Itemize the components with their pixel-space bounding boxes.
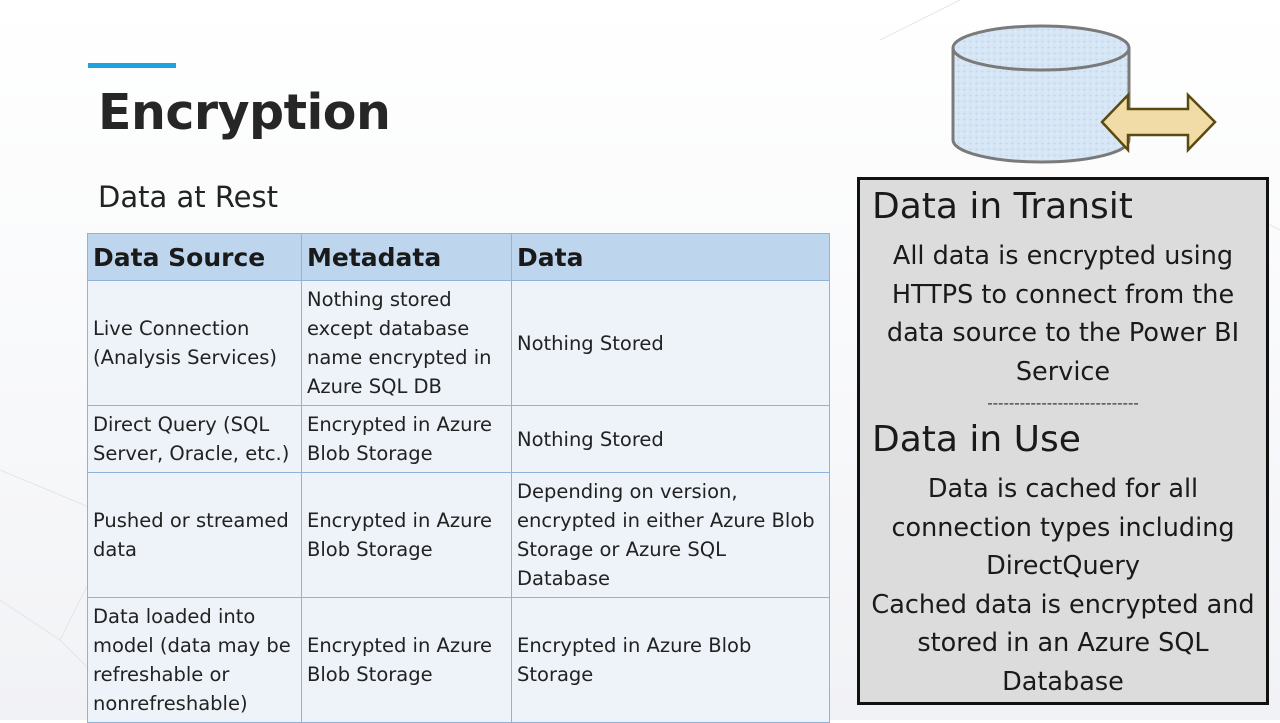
data-at-rest-table: Data Source Metadata Data Live Connectio… [87, 233, 830, 723]
double-arrow-icon [1100, 91, 1217, 154]
header-data: Data [511, 233, 830, 281]
use-line: connection types including [891, 512, 1235, 543]
table-row: Direct Query (SQL Server, Oracle, etc.) … [87, 405, 830, 473]
database-cylinder-icon [951, 24, 1131, 164]
header-data-source: Data Source [87, 233, 302, 281]
data-in-transit-text: All data is encrypted using HTTPS to con… [860, 237, 1266, 391]
table-row: Live Connection (Analysis Services) Noth… [87, 280, 830, 406]
transit-line: Service [1015, 356, 1111, 387]
use-line: DirectQuery [986, 551, 1140, 581]
cell-metadata: Encrypted in Azure Blob Storage [301, 405, 512, 473]
use-line: stored in an Azure SQL [917, 628, 1209, 658]
data-in-use-text: Data is cached for all connection types … [860, 470, 1266, 701]
table-row: Data loaded into model (data may be refr… [87, 597, 830, 723]
panel-divider: ---------------------------- [987, 394, 1139, 412]
cell-source: Data loaded into model (data may be refr… [87, 597, 302, 723]
transit-line: HTTPS to connect from the [891, 279, 1235, 310]
table-row: Pushed or streamed data Encrypted in Azu… [87, 472, 830, 598]
cell-source: Live Connection (Analysis Services) [87, 280, 302, 406]
use-line: Cached data is encrypted and [871, 589, 1255, 620]
cell-source: Direct Query (SQL Server, Oracle, etc.) [87, 405, 302, 473]
slide-title: Encryption [98, 84, 391, 141]
title-accent-bar [88, 63, 176, 68]
header-metadata: Metadata [301, 233, 512, 281]
cell-data: Nothing Stored [511, 280, 830, 406]
cell-metadata: Nothing stored except database name encr… [301, 280, 512, 406]
transit-line: data source to the Power BI [886, 318, 1240, 348]
cell-data: Nothing Stored [511, 405, 830, 473]
data-in-use-heading: Data in Use [872, 419, 1081, 460]
cell-metadata: Encrypted in Azure Blob Storage [301, 597, 512, 723]
slide-subtitle: Data at Rest [98, 180, 278, 214]
use-line: Database [1002, 666, 1124, 697]
cell-data: Depending on version, encrypted in eithe… [511, 472, 830, 598]
database-graphic [951, 24, 1217, 164]
table-header-row: Data Source Metadata Data [87, 233, 830, 281]
transit-line: All data is encrypted using [892, 241, 1234, 271]
data-in-transit-heading: Data in Transit [872, 186, 1133, 227]
cell-metadata: Encrypted in Azure Blob Storage [301, 472, 512, 598]
use-line: Data is cached for all [927, 474, 1199, 504]
cell-source: Pushed or streamed data [87, 472, 302, 598]
cell-data: Encrypted in Azure Blob Storage [511, 597, 830, 723]
transit-use-panel: Data in Transit All data is encrypted us… [857, 177, 1269, 705]
